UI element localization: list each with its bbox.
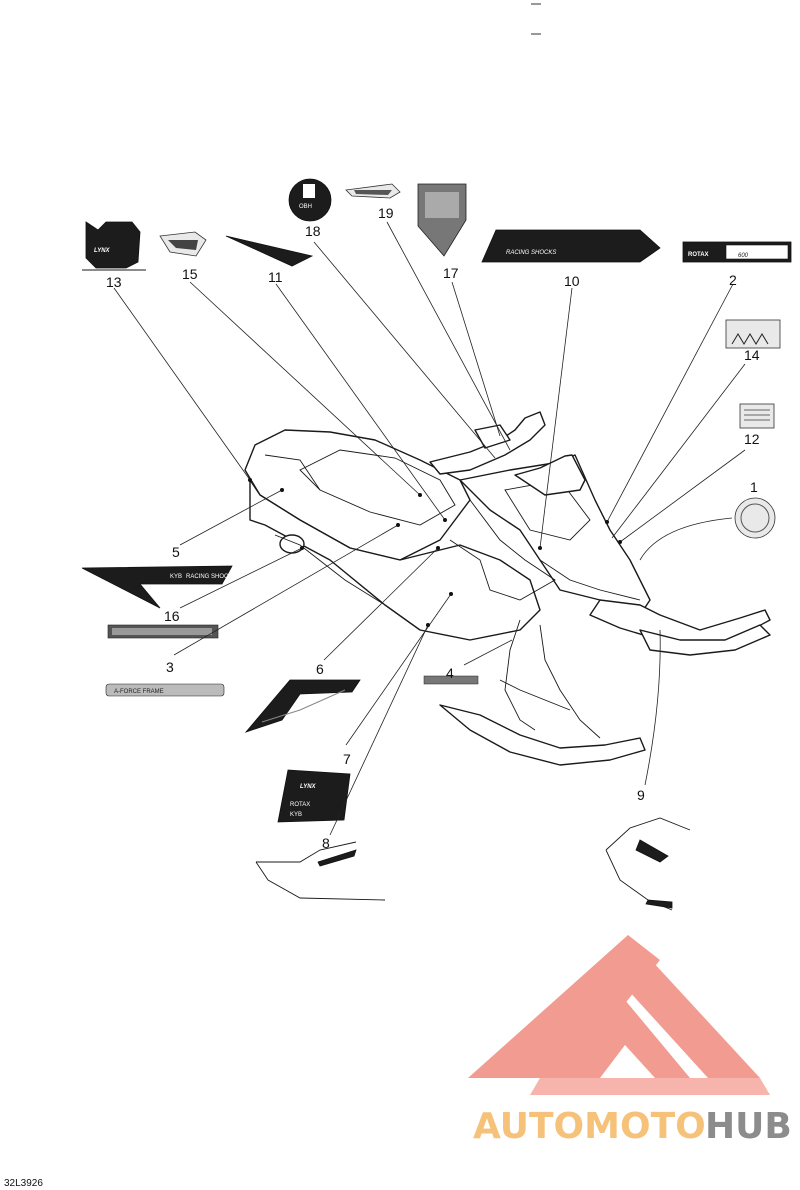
- callout-6: 6: [316, 661, 324, 677]
- svg-text:ΟΒΗ: ΟΒΗ: [299, 204, 312, 210]
- callout-10: 10: [564, 273, 580, 289]
- decal-15-stripe: [159, 231, 207, 257]
- decal-13-text: LYNX: [94, 248, 111, 254]
- decal-16-strip: [107, 624, 219, 639]
- leader-lines: [113, 221, 746, 836]
- decal-2-model: 600: [738, 253, 749, 259]
- snowmobile-outline: [244, 411, 771, 766]
- leader-dots: [248, 478, 622, 627]
- callout-5: 5: [172, 544, 180, 560]
- decal-8-seat-side: [255, 841, 386, 901]
- callout-9: 9: [637, 787, 645, 803]
- watermark-logo: [468, 935, 770, 1095]
- callout-18: 18: [305, 223, 321, 239]
- callout-4: 4: [446, 665, 454, 681]
- drawing-reference: 32L3926: [4, 1178, 43, 1189]
- decal-7-rotax: ROTAX: [290, 802, 310, 808]
- decal-5-kyb: KYB: [170, 574, 182, 580]
- callout-2: 2: [729, 272, 737, 288]
- decal-10-racing-shocks: RACING SHOCKS: [481, 229, 661, 263]
- decal-11-wedge: [225, 235, 314, 267]
- decal-6-wedge: [244, 679, 361, 733]
- watermark-text-hub: HUB: [705, 1106, 792, 1147]
- decal-12-label: [739, 403, 775, 429]
- callout-1: 1: [750, 479, 758, 495]
- decal-5-kyb-strip: KYB RACING SHOCKS: [81, 565, 236, 609]
- callout-17: 17: [443, 265, 459, 281]
- callout-16: 16: [164, 608, 180, 624]
- decal-17-warning: [417, 183, 467, 257]
- callout-7: 7: [343, 751, 351, 767]
- decal-13-lynx-panel: LYNX: [82, 221, 146, 271]
- callout-14: 14: [744, 347, 760, 363]
- decal-3-text: A-FORCE FRAME: [114, 689, 164, 695]
- decal-1-gauge: [734, 497, 776, 539]
- callout-11: 11: [268, 269, 283, 285]
- decal-2-brand: ROTAX: [688, 252, 709, 258]
- decal-7-lynx-panel: LYNX ROTAX KYB: [277, 769, 351, 823]
- decal-10-text: RACING SHOCKS: [506, 250, 556, 256]
- decal-19-stripe: [345, 183, 401, 199]
- callout-19: 19: [378, 205, 394, 221]
- decal-3-aforce: A-FORCE FRAME: [105, 683, 225, 697]
- decal-2-rotax: ROTAX 600: [682, 241, 792, 263]
- decal-7-lynx: LYNX: [300, 784, 317, 790]
- decal-7-kyb: KYB: [290, 812, 302, 818]
- decal-4-label: [423, 675, 479, 685]
- decal-9-hood-side: [605, 817, 691, 911]
- callout-3: 3: [166, 659, 174, 675]
- decal-14-pictograms: [725, 319, 781, 349]
- callout-13: 13: [106, 274, 122, 290]
- decal-5-text: RACING SHOCKS: [186, 574, 236, 580]
- callout-15: 15: [182, 266, 198, 282]
- callout-8: 8: [322, 835, 330, 851]
- decal-18-fuel-cap: ΟΒΗ: [288, 178, 332, 222]
- callout-12: 12: [744, 431, 760, 447]
- watermark-text-automoto: AUTOMOTO: [473, 1106, 706, 1147]
